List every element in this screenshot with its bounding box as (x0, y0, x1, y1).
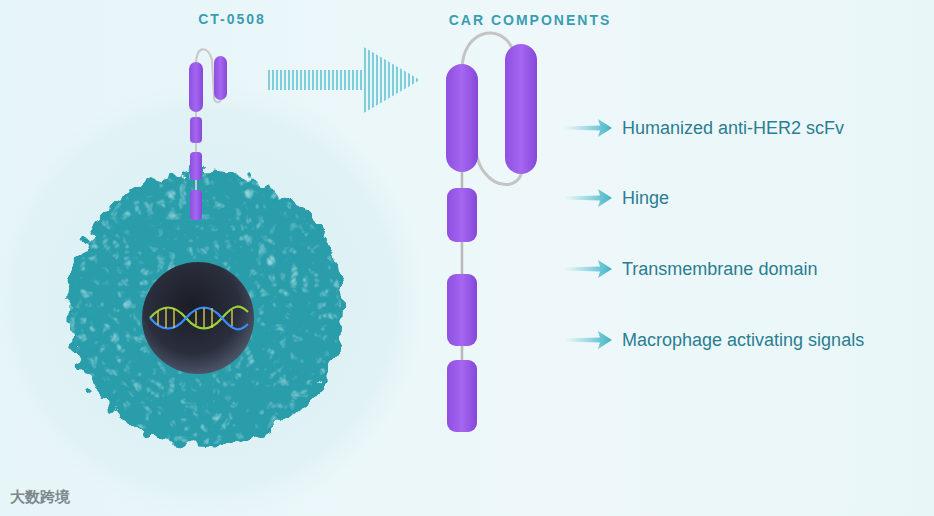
macrophage-cell (67, 170, 343, 446)
leader-arrows (564, 119, 612, 349)
component-label: Macrophage activating signals (622, 330, 864, 351)
component-label: Hinge (622, 188, 669, 209)
component-label: Transmembrane domain (622, 259, 817, 280)
cell-halo (0, 75, 430, 516)
panel-heading: CAR COMPONENTS (449, 12, 612, 28)
transition-arrow (268, 46, 420, 114)
small-car-receptor (189, 49, 227, 220)
dna-helix (150, 307, 248, 330)
watermark: 大数跨境 (10, 488, 70, 505)
component-label: Humanized anti-HER2 scFv (622, 118, 844, 139)
car-receptor (446, 33, 537, 432)
nucleus (142, 262, 254, 374)
panel-heading: CT-0508 (198, 11, 266, 27)
